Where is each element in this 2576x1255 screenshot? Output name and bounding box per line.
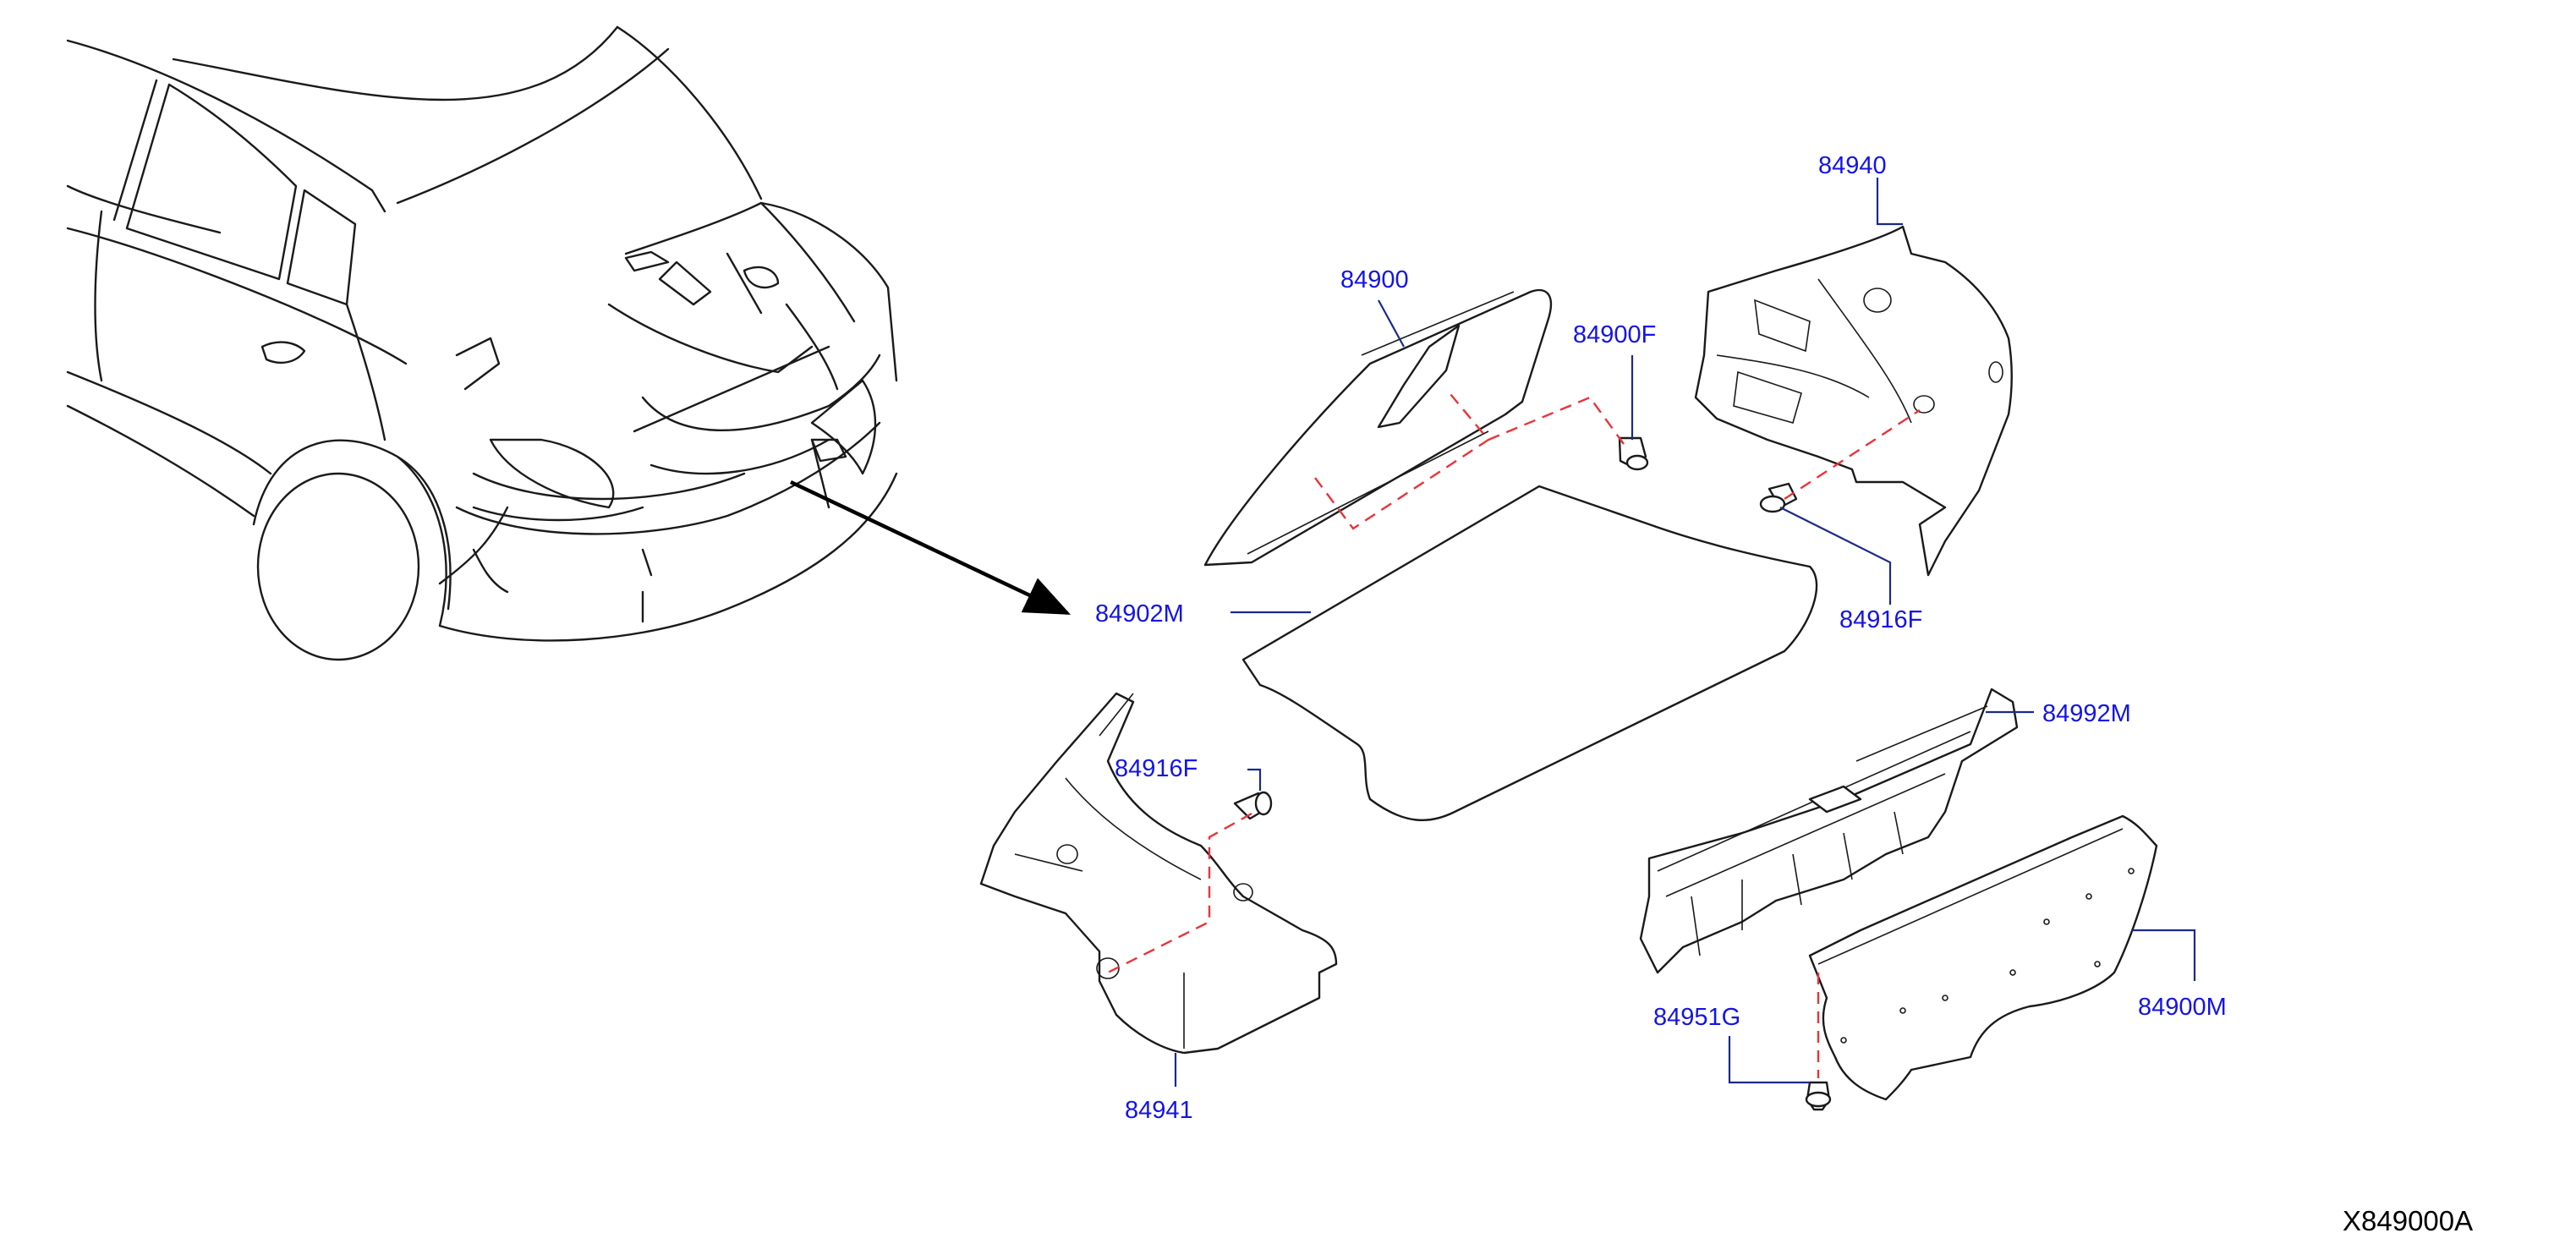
label-84951G: 84951G bbox=[1653, 1004, 1740, 1031]
clip-84916F-left-icon bbox=[1233, 791, 1273, 820]
clip-84916F-right-icon bbox=[1759, 482, 1798, 513]
clip-84900F-icon bbox=[1618, 436, 1649, 471]
label-84900M: 84900M bbox=[2138, 994, 2227, 1021]
part-84992M-finisher bbox=[1639, 688, 2019, 974]
label-84900: 84900 bbox=[1340, 266, 1409, 293]
drawing-code: X849000A bbox=[2343, 1205, 2473, 1236]
label-84900F: 84900F bbox=[1573, 321, 1656, 348]
part-84902M-mat bbox=[1241, 485, 1818, 821]
label-84941: 84941 bbox=[1125, 1097, 1193, 1124]
vehicle-illustration bbox=[66, 25, 898, 661]
part-84900M-board bbox=[1808, 814, 2158, 1101]
part-84900-board bbox=[1203, 288, 1553, 567]
assembly-lines bbox=[1107, 388, 1921, 1078]
label-84940: 84940 bbox=[1818, 152, 1887, 179]
label-84916F-right: 84916F bbox=[1839, 606, 1922, 633]
part-84940-right-trim bbox=[1694, 225, 2013, 577]
label-84992M: 84992M bbox=[2042, 700, 2131, 727]
leader-lines bbox=[1174, 178, 2196, 1087]
label-84916F-left: 84916F bbox=[1115, 755, 1198, 782]
part-84941-left-trim bbox=[979, 692, 1338, 1055]
clip-84951G-icon bbox=[1805, 1081, 1832, 1111]
pointer-arrow bbox=[790, 480, 1072, 616]
label-84902M: 84902M bbox=[1095, 600, 1184, 628]
